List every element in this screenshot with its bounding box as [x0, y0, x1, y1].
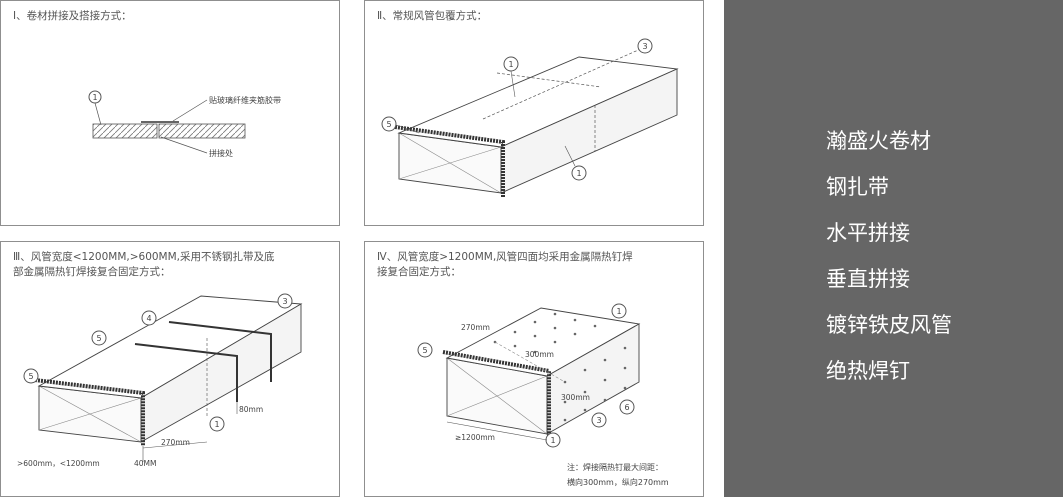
callout-5a-text: 5 — [96, 334, 101, 343]
steel-band-2 — [134, 343, 238, 402]
dim-270mm: 270mm — [461, 323, 490, 332]
insulation-edge — [394, 125, 505, 197]
callout-5 — [417, 342, 433, 358]
dim-40mm: 40MM — [134, 459, 157, 468]
callout-3 — [277, 293, 293, 309]
callout-1b — [571, 165, 587, 181]
leader-callout — [94, 102, 102, 126]
callout-5-text: 5 — [422, 346, 427, 355]
panel-1: Ⅰ、卷材拼接及搭接方式： 1 贴玻璃纤维夹筋胶带 拼接处 — [0, 0, 340, 226]
panel-2: Ⅱ、常规风管包覆方式： 1 3 5 1 — [364, 0, 704, 226]
callout-6 — [619, 399, 635, 415]
callout-1a — [611, 303, 627, 319]
callout-3 — [637, 38, 653, 54]
legend-panel — [724, 0, 1063, 497]
callout-5b — [23, 368, 39, 384]
callout-5b-text: 5 — [28, 372, 33, 381]
panel-4: Ⅳ、风管宽度>1200MM,风管四面均采用金属隔热钉焊 接复合固定方式： 1 5… — [364, 241, 704, 497]
note-line-1: 注：焊接隔热钉最大间距： — [567, 462, 663, 472]
label-tape: 贴玻璃纤维夹筋胶带 — [209, 95, 281, 105]
dim-width-range: >600mm，<1200mm — [17, 459, 100, 468]
seam-top — [482, 46, 646, 120]
dim-80mm: 80mm — [239, 405, 263, 414]
insulation-left — [92, 123, 158, 139]
dim-width-min: ≥1200mm — [455, 433, 495, 442]
legend-item: 钢扎带 — [826, 175, 889, 199]
callout-3-text: 3 — [642, 42, 647, 51]
label-joint: 拼接处 — [209, 148, 233, 158]
callout-5-text: 5 — [386, 120, 391, 129]
insulation-right — [158, 123, 246, 139]
panel-1-drawing: 1 贴玻璃纤维夹筋胶带 拼接处 — [88, 90, 281, 158]
panel-3-title: Ⅲ、风管宽度<1200MM,>600MM,采用不锈钢扎带及底 部金属隔热钉焊接复… — [13, 251, 275, 278]
legend-item: 水平拼接 — [826, 221, 910, 245]
panel-2-drawing: 1 3 5 1 — [381, 38, 679, 197]
callout-4 — [141, 310, 157, 326]
callout-1-text: 1 — [92, 93, 97, 102]
insulation-edge — [34, 378, 145, 446]
dim-300mm-side: 300mm — [561, 393, 590, 402]
pin-grid — [493, 312, 627, 422]
steel-band-1 — [168, 321, 272, 382]
legend-item: 绝热焊钉 — [826, 359, 910, 383]
legend-item: 镀锌铁皮风管 — [826, 313, 952, 337]
callout-1b-text: 1 — [550, 436, 555, 445]
dim-300mm-top: 300mm — [525, 350, 554, 359]
panel-4-drawing: 1 5 1 3 6 270mm 300mm 300mm ≥1200mm 注：焊接… — [417, 303, 669, 487]
panel-2-title: Ⅱ、常规风管包覆方式： — [377, 10, 488, 22]
legend-item: 垂直拼接 — [826, 267, 910, 291]
leader-tape — [172, 99, 208, 122]
callout-1 — [209, 416, 225, 432]
callout-4-text: 4 — [146, 314, 151, 323]
duct-side-face — [140, 303, 302, 443]
panel-3: Ⅲ、风管宽度<1200MM,>600MM,采用不锈钢扎带及底 部金属隔热钉焊接复… — [0, 241, 340, 497]
legend-item: 瀚盛火卷材 — [826, 129, 931, 153]
legend-list: 瀚盛火卷材 钢扎带 水平拼接 垂直拼接 镀锌铁皮风管 绝热焊钉 — [826, 118, 952, 394]
panel-3-drawing: 3 4 5 5 1 80mm 270mm 40MM >600mm，<1200mm — [17, 293, 303, 468]
seam-cross — [496, 72, 602, 88]
callout-1a-text: 1 — [508, 60, 513, 69]
callout-5 — [381, 116, 397, 132]
callout-5a — [91, 330, 107, 346]
callout-6-text: 6 — [624, 403, 629, 412]
note-line-2: 横向300mm，纵向270mm — [567, 477, 669, 487]
panel-1-title: Ⅰ、卷材拼接及搭接方式： — [13, 10, 132, 22]
callout-3 — [591, 412, 607, 428]
panel-4-title: Ⅳ、风管宽度>1200MM,风管四面均采用金属隔热钉焊 接复合固定方式： — [377, 251, 633, 278]
leader-joint — [160, 136, 208, 154]
callout-3-text: 3 — [282, 297, 287, 306]
callout-1-text: 1 — [214, 420, 219, 429]
callout-1b-text: 1 — [576, 169, 581, 178]
dim-270mm: 270mm — [161, 438, 190, 447]
callout-3-text: 3 — [596, 416, 601, 425]
callout-1a-text: 1 — [616, 307, 621, 316]
